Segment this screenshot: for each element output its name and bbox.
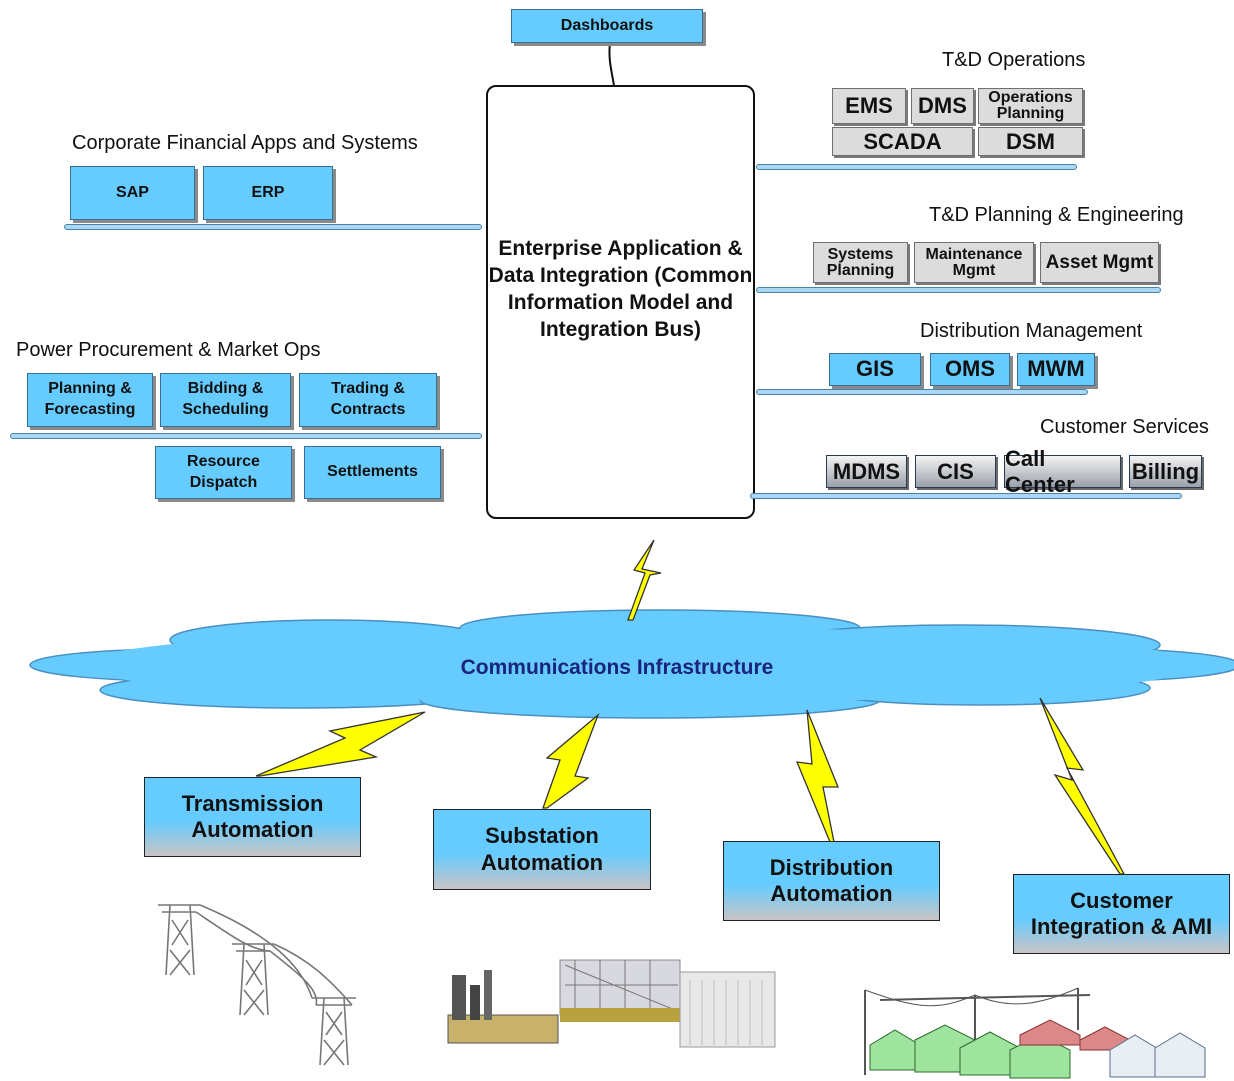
customer-services-bus [750,493,1182,499]
customer-line2: Integration & AMI [1030,914,1213,939]
scada-box[interactable]: SCADA [832,127,973,156]
planning-line2: Forecasting [44,401,136,418]
bolt-transmission [255,711,426,777]
td-operations-heading: T&D Operations [942,49,1086,71]
sap-box[interactable]: SAP [70,166,195,220]
td-planning-heading: T&D Planning & Engineering [929,204,1184,226]
bolt-distribution [795,709,839,843]
planning-line1: Planning & [48,380,132,398]
houses-illustration [864,987,1206,1079]
trading-line1: Trading & [331,380,405,398]
communications-infrastructure-label: Communications Infrastructure [460,656,774,679]
mwm-box[interactable]: MWM [1017,353,1095,386]
bolt-customer [1039,697,1126,875]
maintenance-mgmt-box[interactable]: Maintenance Mgmt [914,242,1034,283]
trading-contracts-box[interactable]: Trading & Contracts [299,373,437,427]
transmission-line2: Automation [191,817,314,842]
transmission-towers-illustration [158,904,356,1066]
maint-line2: Mgmt [952,261,996,279]
td-planning-bus [756,287,1161,293]
distribution-automation-box[interactable]: Distribution Automation [723,841,940,921]
substation-automation-box[interactable]: Substation Automation [433,809,651,890]
communications-cloud [29,609,1234,719]
dashboard-connector [608,42,615,87]
sysplan-line2: Planning [826,261,895,279]
ems-box[interactable]: EMS [832,88,906,124]
planning-forecasting-box[interactable]: Planning & Forecasting [27,373,153,427]
operations-planning-box[interactable]: Operations Planning [978,88,1083,124]
oms-box[interactable]: OMS [930,353,1010,386]
transmission-line1: Transmission [181,790,324,816]
transmission-automation-box[interactable]: Transmission Automation [144,777,361,857]
customer-integration-ami-box[interactable]: Customer Integration & AMI [1013,874,1230,954]
dsm-box[interactable]: DSM [978,127,1083,156]
bidding-line1: Bidding & [187,380,264,398]
power-bus [10,433,482,439]
cis-box[interactable]: CIS [915,455,996,488]
bidding-scheduling-box[interactable]: Bidding & Scheduling [160,373,291,427]
distribution-mgmt-heading: Distribution Management [920,320,1143,342]
maint-line1: Maintenance [925,245,1023,263]
td-operations-bus [756,164,1077,170]
billing-box[interactable]: Billing [1129,455,1202,488]
mdms-box[interactable]: MDMS [826,455,907,488]
opplan-line1: Operations [988,89,1073,106]
substation-line1: Substation [485,823,599,849]
opplan-line2: Planning [996,105,1065,122]
resource-dispatch-box[interactable]: Resource Dispatch [155,446,292,499]
distribution-line2: Automation [770,881,893,906]
customer-services-heading: Customer Services [1040,416,1209,438]
substation-buildings-illustration [447,959,776,1048]
power-procurement-heading: Power Procurement & Market Ops [16,339,321,361]
bolt-center-top [627,539,662,621]
corporate-heading: Corporate Financial Apps and Systems [72,132,418,154]
bolt-substation [542,712,600,809]
substation-line2: Automation [480,849,604,875]
systems-planning-box[interactable]: Systems Planning [813,242,908,283]
call-center-box[interactable]: Call Center [1004,446,1121,497]
asset-mgmt-box[interactable]: Asset Mgmt [1040,242,1159,283]
integration-bus-box [486,85,755,519]
erp-box[interactable]: ERP [203,166,333,220]
resource-line2: Dispatch [189,473,258,491]
gis-box[interactable]: GIS [829,353,921,386]
bidding-line2: Scheduling [182,401,269,418]
resource-line1: Resource [187,452,260,470]
distribution-mgmt-bus [756,389,1088,395]
corporate-bus [64,224,482,230]
settlements-box[interactable]: Settlements [304,446,441,499]
trading-line2: Contracts [330,401,406,418]
dms-box[interactable]: DMS [911,88,974,124]
dashboards-button[interactable]: Dashboards [511,9,703,43]
customer-line1: Customer [1070,887,1173,913]
distribution-line1: Distribution [769,854,894,880]
lightning-bolts [255,539,1126,875]
integration-bus-title: Enterprise Application & Data Integratio… [488,237,753,341]
sysplan-line1: Systems [827,245,894,263]
